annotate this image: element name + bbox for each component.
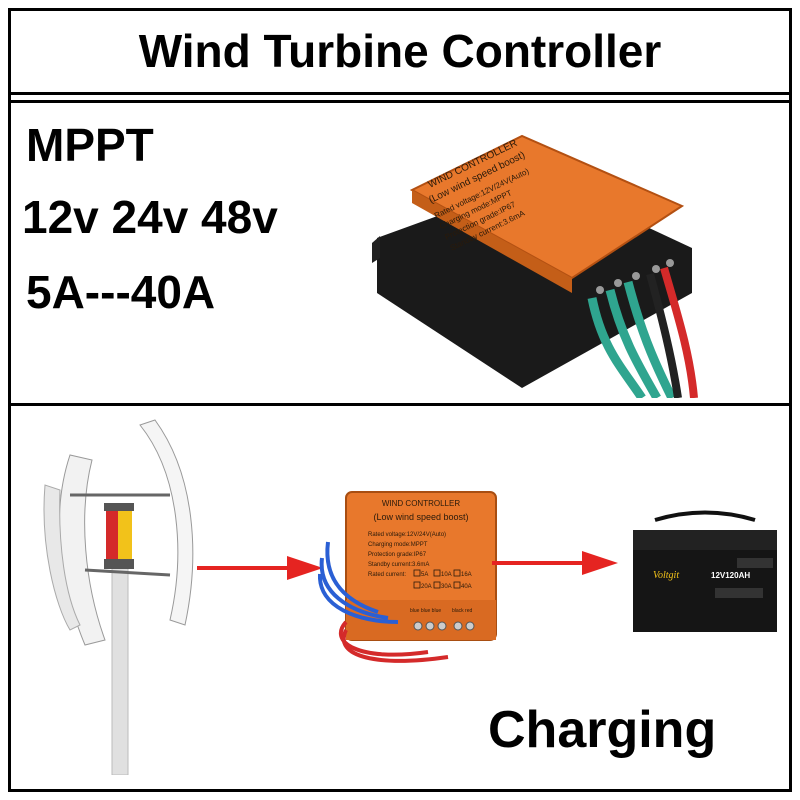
spec-current: 5A---40A bbox=[26, 266, 216, 318]
divider-middle bbox=[8, 403, 792, 406]
page-title: Wind Turbine Controller bbox=[138, 25, 662, 77]
battery-image: Voltgit 12V120AH bbox=[633, 510, 777, 632]
battery-model: 12V120AH bbox=[711, 571, 750, 580]
flow-arrow-controller-to-battery bbox=[492, 551, 618, 575]
current-option-16a: 16A bbox=[461, 572, 472, 578]
controller-front-subheading: (Low wind speed boost) bbox=[373, 512, 468, 522]
spec-type: MPPT bbox=[26, 119, 154, 171]
controller-front-rated-voltage: Rated voltage:12V/24V(Auto) bbox=[368, 532, 446, 538]
current-option-20a: 20A bbox=[421, 584, 432, 590]
battery-wire-labels: black red bbox=[452, 608, 473, 614]
controller-product-image: WIND CONTROLLER (Low wind speed boost) R… bbox=[372, 134, 698, 398]
current-option-10a: 10A bbox=[441, 572, 452, 578]
current-option-5a: 5A bbox=[421, 572, 428, 578]
controller-front-rated-current: Rated current: bbox=[368, 572, 406, 578]
battery-brand: Voltgit bbox=[653, 570, 679, 581]
title-banner: Wind Turbine Controller bbox=[8, 8, 792, 94]
current-option-30a: 30A bbox=[441, 584, 452, 590]
divider-top bbox=[8, 92, 792, 95]
controller-front-heading: WIND CONTROLLER bbox=[382, 499, 460, 508]
controller-front-protection: Protection grade:IP67 bbox=[368, 552, 427, 558]
divider-top-double bbox=[8, 100, 792, 103]
controller-front-standby: Standby current:3.6mA bbox=[368, 562, 429, 568]
wind-turbine-image bbox=[43, 419, 194, 775]
controller-front-charging-mode: Charging mode:MPPT bbox=[368, 542, 428, 548]
outer-frame bbox=[8, 8, 792, 792]
flow-arrow-turbine-to-controller bbox=[197, 556, 323, 580]
current-option-40a: 40A bbox=[461, 584, 472, 590]
wire-labels: blue blue blue bbox=[410, 608, 441, 614]
controller-front-image: WIND CONTROLLER (Low wind speed boost) R… bbox=[318, 491, 497, 663]
spec-voltages: 12v 24v 48v bbox=[22, 191, 278, 243]
charging-label: Charging bbox=[488, 701, 717, 759]
